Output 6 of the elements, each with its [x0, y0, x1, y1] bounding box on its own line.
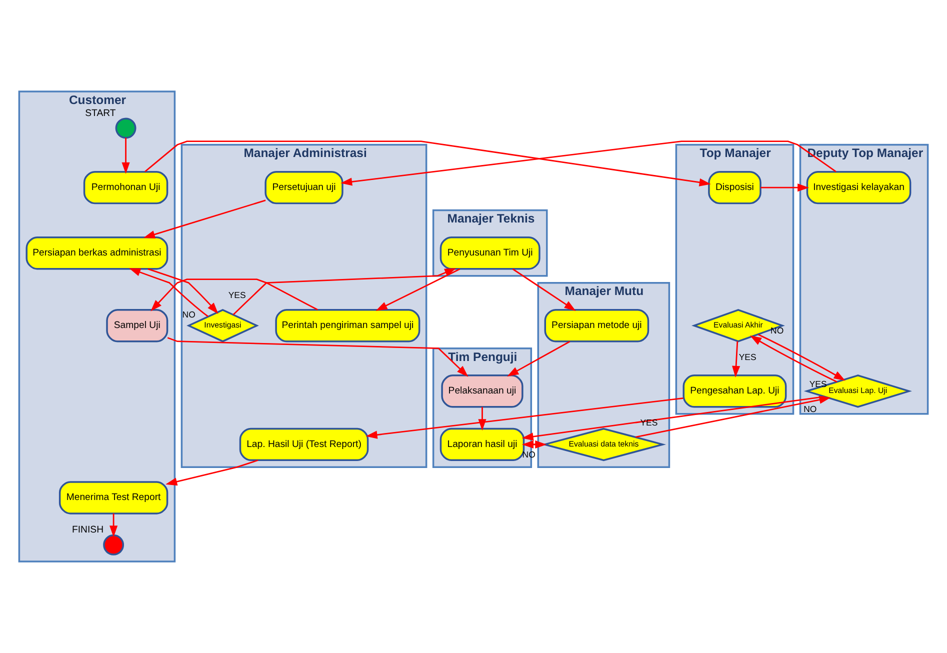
node-label: START [85, 108, 116, 119]
edge-label: YES [228, 290, 246, 300]
edge-label: NO [770, 326, 784, 336]
node-label: FINISH [72, 524, 104, 536]
edge-label: YES [738, 352, 756, 362]
edge-label: YES [809, 379, 827, 390]
